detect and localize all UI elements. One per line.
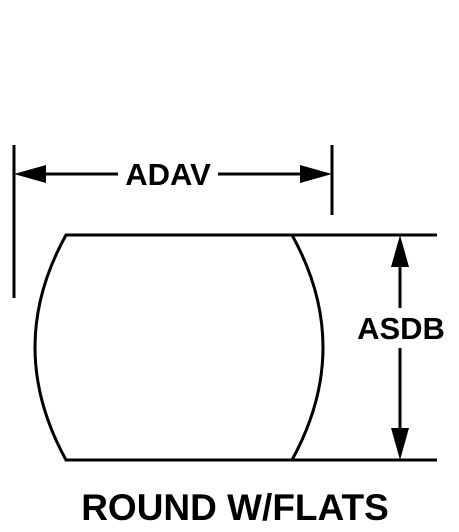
shape-caption: ROUND W/FLATS	[81, 487, 389, 528]
height-arrowhead-bottom	[391, 428, 409, 460]
width-arrowhead-right	[300, 165, 332, 183]
shape-outline	[33, 233, 325, 462]
width-dimension-label: ADAV	[125, 157, 211, 192]
height-arrowhead-top	[391, 235, 409, 267]
height-dimension-label: ASDB	[357, 311, 445, 346]
width-arrowhead-left	[14, 165, 46, 183]
